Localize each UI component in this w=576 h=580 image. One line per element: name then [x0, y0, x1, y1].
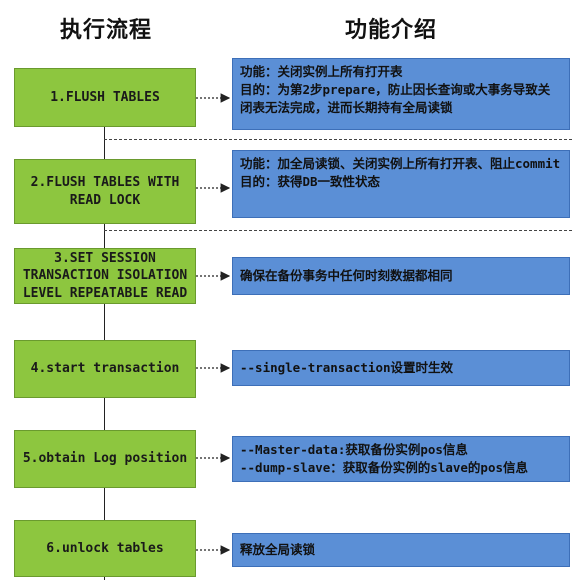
- connector-line-1: [104, 127, 105, 159]
- description-2: 功能：加全局读锁、关闭实例上所有打开表、阻止commit 目的：获得DB一致性状…: [232, 150, 570, 218]
- description-4-line-1: --single-transaction设置时生效: [240, 359, 454, 375]
- connector-line-6: [104, 577, 105, 580]
- description-2-line-2: 目的：获得DB一致性状态: [240, 174, 381, 190]
- description-5: --Master-data:获取备份实例pos信息 --dump-slave：获…: [232, 436, 570, 482]
- step-3-set-isolation-level: 3.SET SESSION TRANSACTION ISOLATION LEVE…: [14, 248, 196, 304]
- step-1-flush-tables: 1.FLUSH TABLES: [14, 68, 196, 127]
- description-5-line-1: --Master-data:获取备份实例pos信息: [240, 441, 468, 457]
- description-5-line-2: --dump-slave：获取备份实例的slave的pos信息: [240, 460, 529, 475]
- description-3: 确保在备份事务中任何时刻数据都相同: [232, 257, 570, 295]
- dashed-separator-1: [104, 139, 572, 140]
- description-2-line-1: 功能：加全局读锁、关闭实例上所有打开表、阻止commit: [240, 156, 561, 171]
- step-6-unlock-tables: 6.unlock tables: [14, 520, 196, 577]
- description-1: 功能：关闭实例上所有打开表 目的：为第2步prepare，防止因长查询或大事务导…: [232, 58, 570, 130]
- description-6: 释放全局读锁: [232, 533, 570, 567]
- description-4: --single-transaction设置时生效: [232, 350, 570, 386]
- description-1-line-2: 目的：为第2步prepare，防止因长查询或大事务导致关闭表无法完成，进而长期持…: [240, 82, 551, 116]
- connector-line-2: [104, 224, 105, 248]
- flow-header: 执行流程: [60, 18, 153, 43]
- connector-line-3: [104, 304, 105, 340]
- step-5-obtain-log-position: 5.obtain Log position: [14, 430, 196, 488]
- description-3-line-1: 确保在备份事务中任何时刻数据都相同: [240, 267, 453, 283]
- step-4-start-transaction: 4.start transaction: [14, 340, 196, 398]
- description-1-line-1: 功能：关闭实例上所有打开表: [240, 64, 403, 79]
- connector-line-4: [104, 398, 105, 430]
- connector-line-5: [104, 488, 105, 520]
- function-header: 功能介绍: [345, 18, 438, 43]
- description-6-line-1: 释放全局读锁: [240, 541, 316, 557]
- dashed-separator-2: [104, 230, 572, 231]
- step-2-flush-tables-read-lock: 2.FLUSH TABLES WITH READ LOCK: [14, 159, 196, 224]
